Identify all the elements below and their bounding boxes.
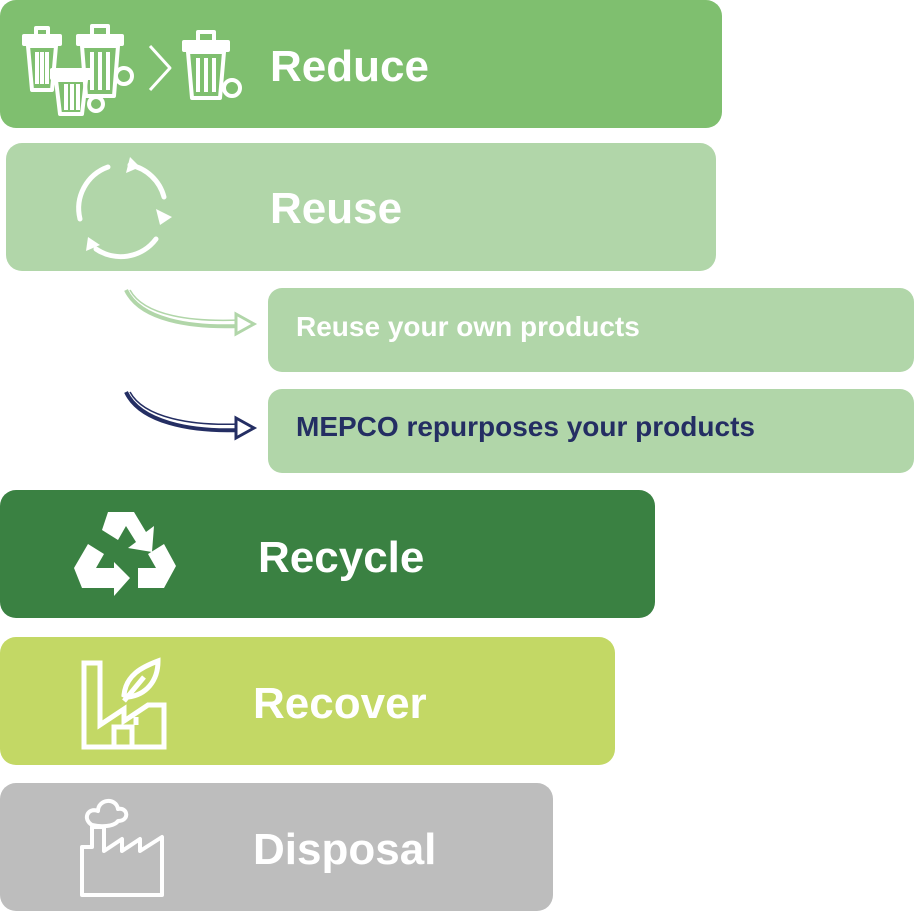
tier-disposal: Disposal: [0, 783, 553, 911]
tier-recover: Recover: [0, 637, 615, 765]
reuse-option-mepco: MEPCO repurposes your products: [268, 389, 914, 473]
tier-disposal-label: Disposal: [253, 825, 437, 874]
recycle-icon: [68, 504, 180, 608]
factory-leaf-icon: [80, 655, 170, 751]
reuse-option-own-products: Reuse your own products: [268, 288, 914, 372]
tier-recover-label: Recover: [253, 679, 427, 728]
factory-smoke-icon: [78, 793, 170, 899]
arrow-to-own-products-icon: [120, 286, 260, 351]
reuse-option-mepco-label: MEPCO repurposes your products: [296, 411, 755, 442]
tier-reduce-label: Reduce: [270, 42, 429, 91]
tier-reuse: Reuse: [6, 143, 716, 271]
circular-arrows-icon: [68, 153, 180, 265]
arrow-to-mepco-icon: [120, 388, 260, 453]
tier-recycle: Recycle: [0, 490, 655, 618]
tier-reuse-label: Reuse: [270, 184, 403, 233]
reuse-option-own-label: Reuse your own products: [296, 311, 640, 342]
tier-reduce: Reduce: [0, 0, 722, 128]
trash-reduce-icon: [18, 18, 248, 118]
tier-recycle-label: Recycle: [258, 533, 425, 582]
